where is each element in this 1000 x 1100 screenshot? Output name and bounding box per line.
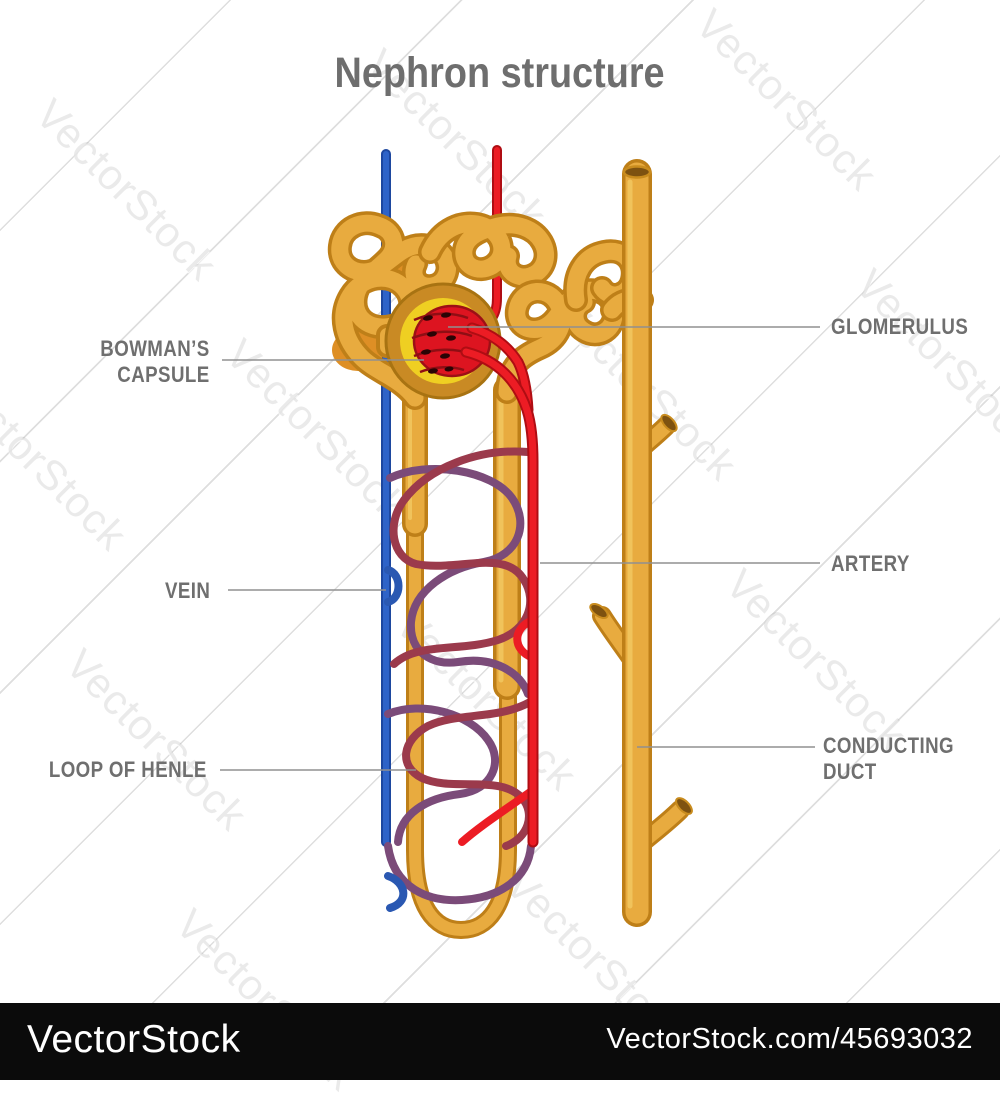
label-bowmans-capsule: BOWMAN’S CAPSULE (100, 336, 210, 387)
label-artery: ARTERY (831, 551, 910, 576)
conducting-duct-tube (589, 159, 693, 927)
leader-lines (220, 326, 820, 771)
proximal-tubule-coils (327, 211, 558, 410)
label-glomerulus: GLOMERULUS (831, 314, 969, 339)
label-conducting-duct: CONDUCTING DUCT (823, 733, 954, 784)
artery-vessel (460, 322, 539, 848)
vectorstock-logo-text: VectorStock (27, 1017, 241, 1061)
label-vein: VEIN (164, 578, 210, 603)
footer-bar: VectorStock VectorStock.com/45693032 (0, 1003, 1000, 1080)
label-loop-of-henle: LOOP OF HENLE (49, 757, 207, 782)
image-attribution-text: VectorStock.com/45693032 (606, 1023, 973, 1055)
page-title: Nephron structure (334, 48, 666, 97)
glomerulus-capillaries (411, 304, 492, 378)
